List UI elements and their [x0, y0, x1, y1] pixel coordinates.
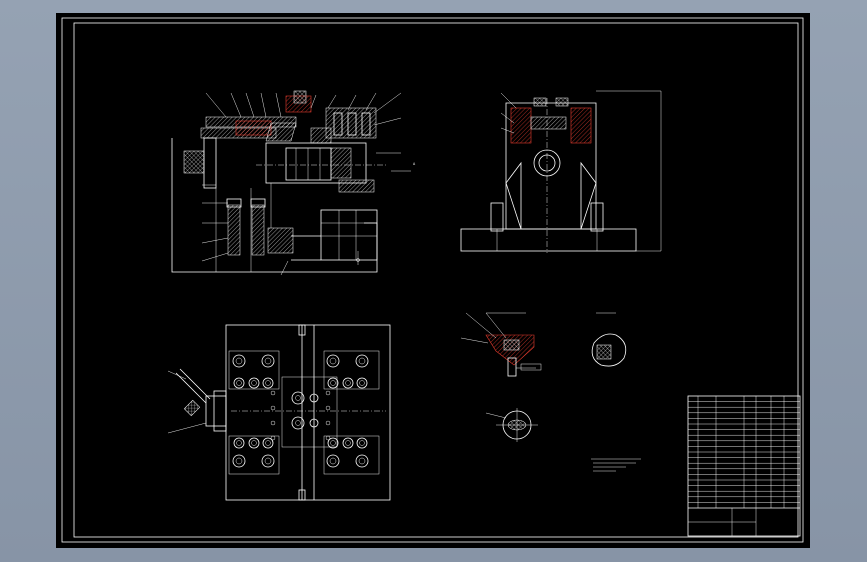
technical-notes — [591, 458, 641, 472]
side-view[interactable] — [460, 90, 662, 253]
detail-b-view[interactable] — [591, 312, 627, 367]
inner-frame — [73, 22, 799, 538]
parts-list-table[interactable] — [687, 395, 801, 537]
detail-a-view[interactable] — [460, 312, 542, 377]
outer-frame — [61, 17, 804, 543]
detail-c-view[interactable] — [485, 408, 538, 442]
front-section-view[interactable]: A — [171, 90, 416, 276]
plan-view[interactable] — [167, 324, 391, 501]
svg-text:A: A — [413, 162, 416, 166]
cad-drawing: A — [61, 17, 804, 543]
cad-viewport[interactable]: A — [56, 13, 810, 548]
